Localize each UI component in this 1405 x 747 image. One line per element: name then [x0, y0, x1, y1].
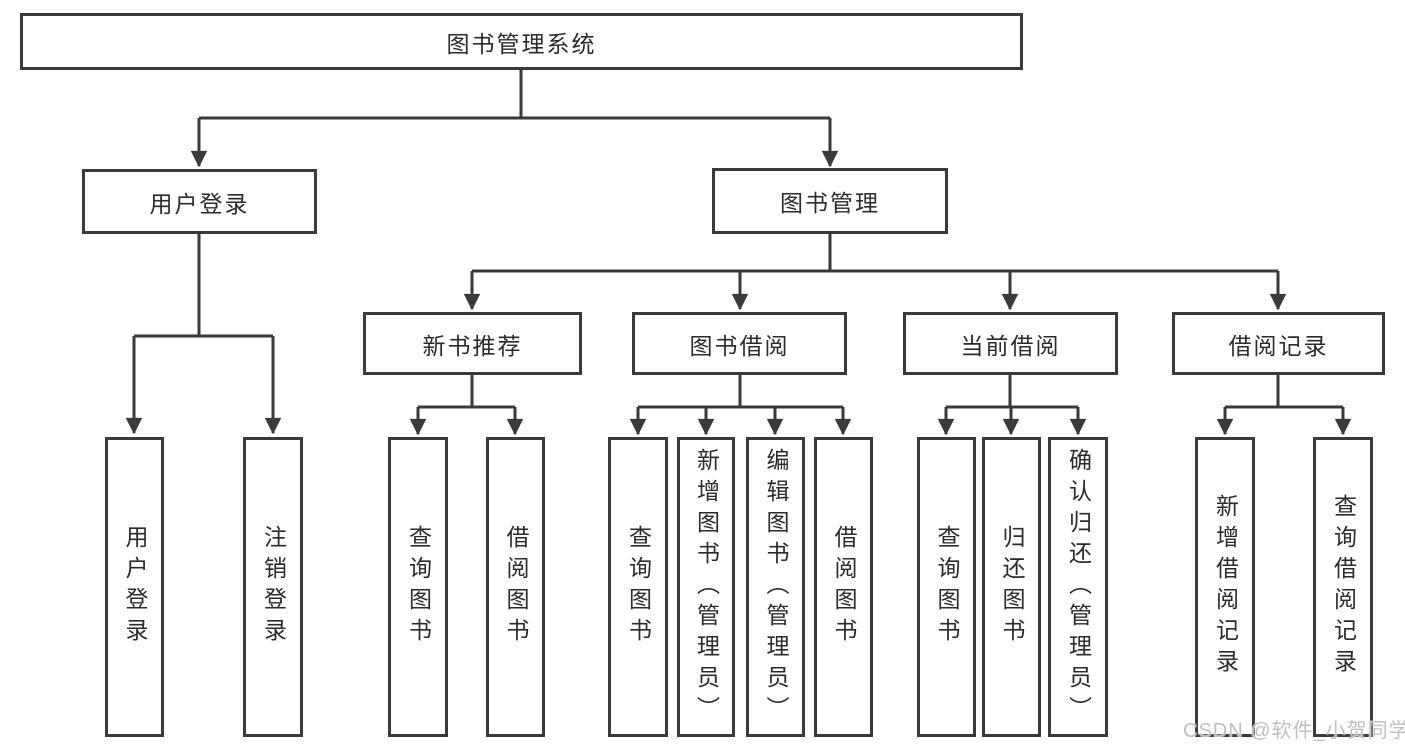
leaf-nb-borrow-books-label: 借阅图书	[503, 525, 529, 649]
leaf-logout-label: 注销登录	[260, 525, 287, 649]
node-borrow-records: 借阅记录	[1172, 312, 1385, 375]
node-current-borrow-label: 当前借阅	[960, 332, 1061, 359]
csdn-watermark: CSDN @软件_小贺同学	[1183, 720, 1405, 742]
leaf-user-login: 用户登录	[105, 437, 164, 737]
leaf-bb-edit-books-admin-label: 编辑图书（管理员）	[763, 447, 789, 727]
node-user-login-label: 用户登录	[149, 190, 250, 217]
node-book-management: 图书管理	[712, 168, 948, 234]
leaf-bb-add-books-admin: 新增图书（管理员）	[677, 437, 735, 737]
leaf-cb-query-books: 查询图书	[917, 437, 976, 737]
leaf-bb-edit-books-admin: 编辑图书（管理员）	[746, 437, 805, 737]
node-current-borrow: 当前借阅	[903, 312, 1118, 375]
leaf-bb-borrow-books-label: 借阅图书	[831, 525, 857, 649]
leaf-bb-query-books: 查询图书	[608, 437, 668, 737]
leaf-bb-borrow-books: 借阅图书	[814, 437, 873, 737]
leaf-br-query-record: 查询借阅记录	[1313, 437, 1373, 737]
leaf-cb-confirm-return-admin: 确认归还（管理员）	[1048, 437, 1108, 737]
leaf-bb-add-books-admin-label: 新增图书（管理员）	[693, 447, 720, 727]
leaf-cb-return-books: 归还图书	[982, 437, 1041, 737]
leaf-nb-query-books: 查询图书	[388, 437, 448, 737]
node-book-borrow: 图书借阅	[632, 312, 847, 375]
leaf-user-login-label: 用户登录	[122, 525, 148, 649]
node-new-book-recommend: 新书推荐	[363, 312, 582, 375]
leaf-logout: 注销登录	[243, 437, 303, 737]
node-book-borrow-label: 图书借阅	[689, 332, 790, 359]
leaf-bb-query-books-label: 查询图书	[625, 525, 652, 649]
leaf-cb-query-books-label: 查询图书	[934, 525, 960, 649]
node-library-system-label: 图书管理系统	[446, 30, 597, 57]
leaf-nb-borrow-books: 借阅图书	[486, 437, 545, 737]
leaf-cb-return-books-label: 归还图书	[999, 525, 1025, 649]
leaf-br-add-record-label: 新增借阅记录	[1212, 494, 1239, 680]
leaf-br-add-record: 新增借阅记录	[1195, 437, 1255, 737]
node-book-management-label: 图书管理	[780, 190, 880, 216]
node-user-login: 用户登录	[82, 169, 317, 234]
leaf-br-query-record-label: 查询借阅记录	[1330, 494, 1357, 680]
leaf-cb-confirm-return-admin-label: 确认归还（管理员）	[1065, 447, 1092, 727]
leaf-nb-query-books-label: 查询图书	[405, 525, 432, 649]
node-new-book-recommend-label: 新书推荐	[422, 332, 523, 359]
node-library-system: 图书管理系统	[20, 13, 1023, 70]
node-borrow-records-label: 借阅记录	[1228, 332, 1329, 359]
